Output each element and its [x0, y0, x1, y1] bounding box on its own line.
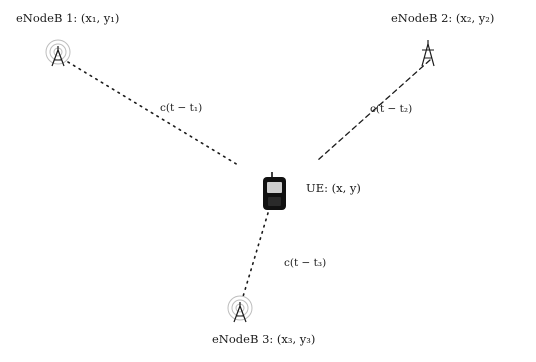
link-label-enodeb3: c(t − t₃)	[284, 257, 326, 269]
ue-label: UE: (x, y)	[306, 181, 361, 195]
antenna-tower-icon	[227, 295, 253, 323]
ue-node: UE: (x, y)	[263, 172, 361, 210]
link-line-enodeb2	[317, 59, 431, 161]
enodeb1-label: eNodeB 1: (x₁, y₁)	[16, 11, 119, 25]
link-line-enodeb3	[241, 212, 269, 301]
enodeb2-label: eNodeB 2: (x₂, y₂)	[391, 11, 494, 25]
antenna-tower-icon	[45, 39, 71, 67]
enodeb1-node: eNodeB 1: (x₁, y₁)	[16, 11, 119, 67]
antenna-tower-icon	[421, 40, 435, 67]
enodeb3-node: eNodeB 3: (x₃, y₃)	[212, 295, 315, 346]
link-line-enodeb1	[67, 61, 239, 166]
link-label-enodeb2: c(t − t₂)	[370, 103, 412, 115]
enodeb3-label: eNodeB 3: (x₃, y₃)	[212, 332, 315, 346]
mobile-phone-icon	[263, 172, 286, 210]
enodeb2-node: eNodeB 2: (x₂, y₂)	[391, 11, 494, 67]
link-label-enodeb1: c(t − t₁)	[160, 102, 202, 114]
